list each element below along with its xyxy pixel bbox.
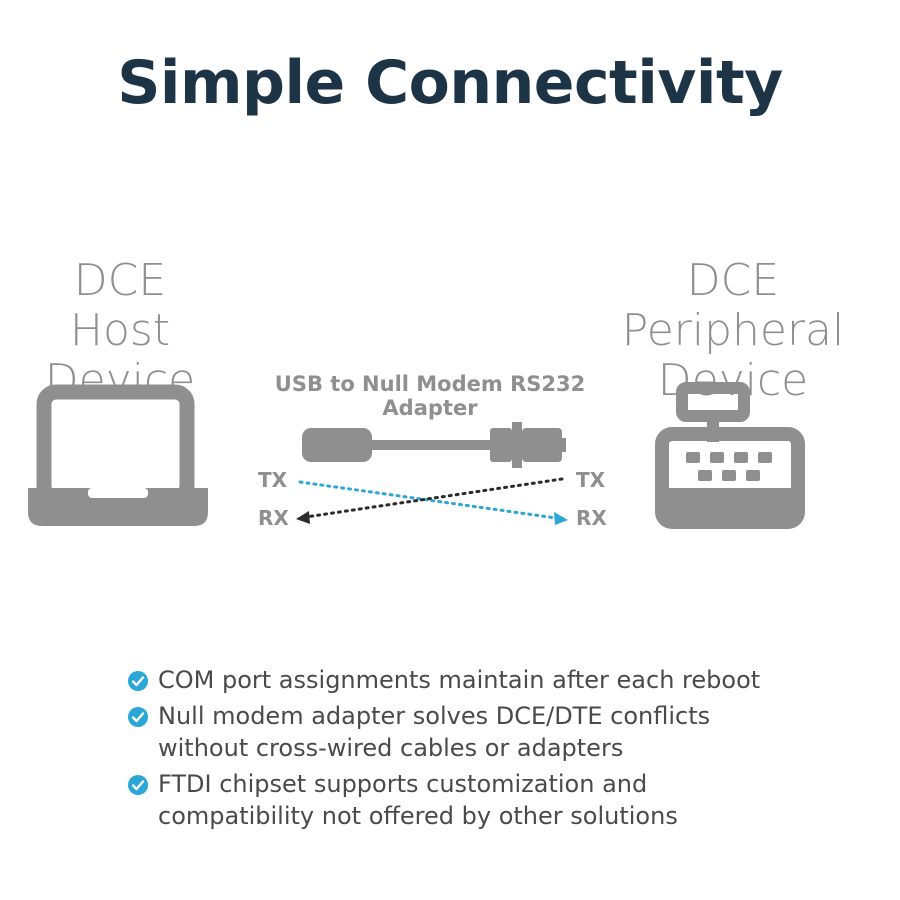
check-circle-icon: [128, 671, 148, 691]
check-circle-icon: [128, 707, 148, 727]
feature-list: COM port assignments maintain after each…: [128, 664, 828, 836]
pin-rx-right: RX: [576, 506, 607, 530]
cable-icon: [302, 422, 566, 468]
pin-rx-left: RX: [258, 506, 289, 530]
peripheral-device-type: DCE: [686, 255, 780, 306]
host-device-type: DCE: [73, 255, 167, 306]
list-item-text: without cross-wired cables or adapters: [158, 734, 624, 762]
list-item: COM port assignments maintain after each…: [128, 664, 828, 696]
list-item: Null modem adapter solves DCE/DTE confli…: [128, 700, 828, 764]
peripheral-device-label: DCE Peripheral Device: [548, 256, 900, 406]
check-circle-icon: [128, 775, 148, 795]
laptop-icon: [28, 384, 208, 526]
cash-register-icon: [655, 382, 805, 529]
list-item-text: Null modem adapter solves DCE/DTE confli…: [158, 702, 711, 730]
list-item-text: FTDI chipset supports customization and: [158, 770, 648, 798]
list-item: FTDI chipset supports customization and …: [128, 768, 828, 832]
list-item-text: COM port assignments maintain after each…: [158, 666, 761, 694]
pin-tx-left: TX: [258, 468, 288, 492]
page-title: Simple Connectivity: [117, 48, 783, 118]
adapter-label: USB to Null Modem RS232 Adapter: [274, 372, 586, 420]
pin-tx-right: TX: [576, 468, 606, 492]
crossover-lines: [296, 477, 568, 525]
list-item-text: compatibility not offered by other solut…: [158, 802, 678, 830]
